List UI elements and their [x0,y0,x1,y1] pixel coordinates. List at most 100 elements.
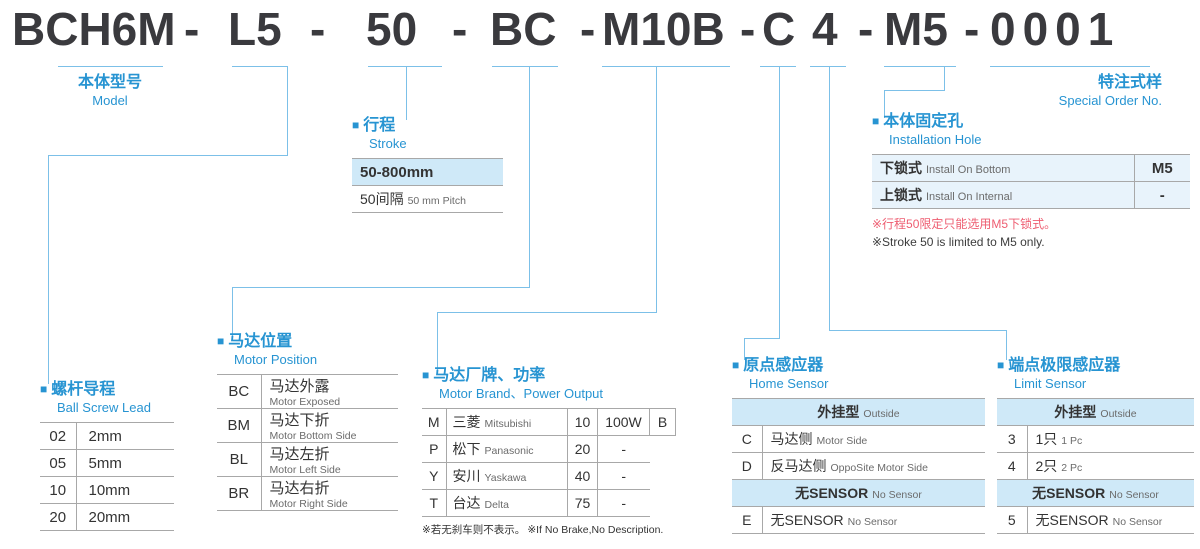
limit-sensor-zh: 无SENSOR [1035,512,1109,528]
section-bullet-icon: ■ [997,358,1005,372]
ball-screw-lead-title-zh: 螺杆导程 [51,381,116,398]
section-ball-screw-lead: ■螺杆导程 Ball Screw Lead 02 2mm 05 5mm 10 1… [40,380,174,531]
code-segment-lead: L5 [228,3,282,55]
connector-line [232,287,530,288]
connector-line [656,66,657,312]
limit-sensor-title-zh: 端点极限感应器 [1008,357,1121,374]
stroke-pitch-en: 50 mm Pitch [407,195,466,207]
limit-sensor-zh: 1只 [1035,431,1058,447]
limit-sensor-title-en: Limit Sensor [1014,376,1087,391]
connector-line [529,66,530,287]
install-internal-value: - [1133,181,1190,209]
limit-sensor-group-none-en: No Sensor [1109,489,1159,501]
power-code: 75 [567,489,598,517]
brake-code: B [649,408,676,436]
connector-line [232,66,288,67]
connector-line [437,312,657,313]
stroke-title-en: Stroke [369,136,407,151]
motor-brand-zh: 台达 [452,495,481,511]
motor-position-zh: 马达下折 [269,412,330,429]
home-sensor-zh: 反马达侧 [770,458,827,474]
limit-sensor-code: 5 [997,506,1028,534]
motor-brand-title-zh: 马达厂牌、功率 [433,367,546,384]
table-row: 05 5mm [40,449,174,477]
connector-line [368,66,442,67]
code-segment-motor-brand-power: M10B [602,3,725,55]
power-value: 100W [597,408,650,436]
home-sensor-en: OppoSite Motor Side [830,462,928,474]
connector-line [492,66,558,67]
code-separator: - [740,3,756,55]
model-title-en: Model [92,93,128,108]
code-separator: - [858,3,874,55]
limit-sensor-en: 2 Pc [1061,462,1083,474]
motor-brand-zh: 安川 [452,468,481,484]
ball-screw-lead-table: 02 2mm 05 5mm 10 10mm 20 20mm [40,422,174,531]
install-internal-zh: 上锁式 [880,187,922,203]
lead-code: 20 [40,503,77,531]
connector-line [760,66,796,67]
connector-line [744,338,745,360]
connector-line [232,287,233,336]
connector-line [48,155,49,384]
limit-sensor-group-outside-en: Outside [1100,408,1137,420]
install-bottom-en: Install On Bottom [926,164,1011,176]
motor-position-title-en: Motor Position [234,352,318,367]
home-sensor-en: Motor Side [816,435,868,447]
motor-position-code: BM [217,408,262,443]
installation-hole-title-zh: 本体固定孔 [883,113,964,130]
motor-position-en: Motor Right Side [269,498,348,510]
motor-position-zh: 马达外露 [269,378,330,395]
limit-sensor-zh: 2只 [1035,458,1058,474]
motor-brand-zh: 三菱 [452,414,481,430]
model-title-zh: 本体型号 [77,74,142,91]
connector-line [990,66,1150,67]
lead-code: 02 [40,422,77,450]
connector-line [437,312,438,370]
section-bullet-icon: ■ [352,118,360,132]
motor-position-title-zh: 马达位置 [228,333,293,350]
limit-sensor-en: No Sensor [1112,516,1163,528]
connector-line [810,66,846,67]
stroke-range: 50-800mm [352,158,503,186]
home-sensor-title-en: Home Sensor [749,376,829,391]
connector-line [884,66,956,67]
connector-line [287,66,288,156]
connector-line [829,330,1007,331]
installation-note-en: ※Stroke 50 is limited to M5 only. [872,235,1045,249]
lead-code: 10 [40,476,77,504]
power-value: - [597,462,650,490]
motor-brand-en: Mitsubishi [484,418,532,430]
connector-line [829,66,830,330]
stroke-pitch-zh: 50间隔 [360,191,404,207]
power-code: 20 [567,435,598,463]
connector-line [602,66,730,67]
motor-brand-en: Panasonic [484,445,534,457]
table-row: 50-800mm [352,158,503,186]
section-special-order: 特注式样 Special Order No. [962,73,1162,108]
motor-brand-note-zh: ※若无刹车则不表示。 [422,524,526,536]
motor-brand-title-en: Motor Brand、Power Output [439,386,604,401]
installation-hole-title-en: Installation Hole [889,132,982,147]
stroke-title-zh: 行程 [363,117,396,134]
code-segment-special-order: 0001 [990,3,1121,55]
home-sensor-code: C [732,425,763,453]
connector-line [884,90,885,118]
limit-sensor-group-outside-zh: 外挂型 [1054,404,1097,420]
motor-position-en: Motor Left Side [269,464,341,476]
motor-position-en: Motor Exposed [269,396,341,408]
connector-line [884,90,945,91]
